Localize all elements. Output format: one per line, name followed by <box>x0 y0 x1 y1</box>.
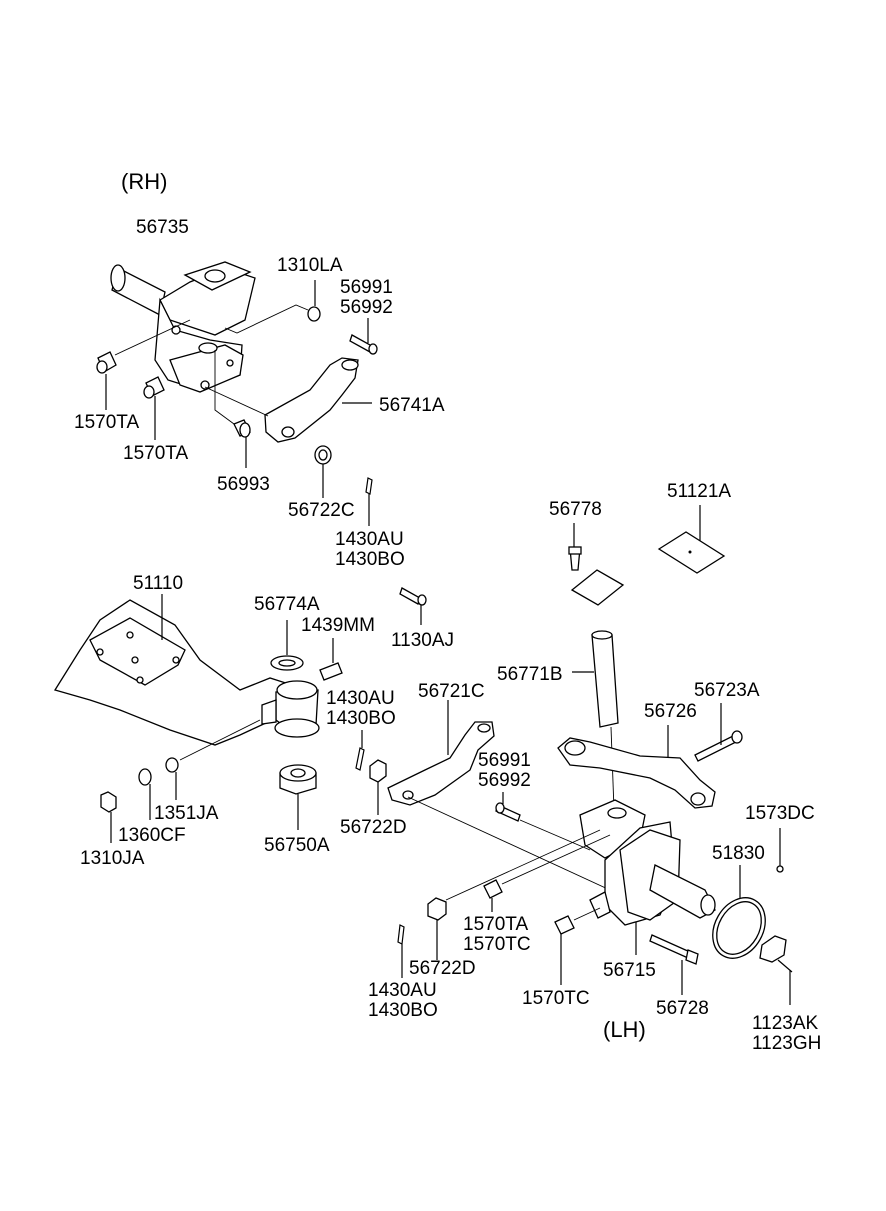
part-label-56715[interactable]: 56715 <box>603 960 656 981</box>
bolt-56778 <box>568 523 625 606</box>
part-label-1430BO-a[interactable]: 1430BO <box>335 549 405 570</box>
part-label-1123AK[interactable]: 1123AK <box>752 1013 819 1034</box>
bolt-56723A <box>694 703 743 762</box>
arm-56726 <box>557 725 716 809</box>
part-label-1310LA[interactable]: 1310LA <box>277 255 343 276</box>
screw-1573DC <box>776 828 784 873</box>
part-label-1570TC-a[interactable]: 1570TC <box>463 934 531 955</box>
part-label-1570TA-c[interactable]: 1570TA <box>463 914 529 935</box>
part-label-1439MM[interactable]: 1439MM <box>301 615 375 636</box>
bolt-56728 <box>649 934 699 995</box>
plate-51121A <box>657 505 726 574</box>
part-label-56722D-a[interactable]: 56722D <box>340 817 407 838</box>
part-label-56750A[interactable]: 56750A <box>264 835 330 856</box>
part-label-56723A[interactable]: 56723A <box>694 680 760 701</box>
section-label-rh: (RH) <box>121 169 168 194</box>
cotter-pin-1430AU-b <box>355 730 365 771</box>
lh-knuckle-56715 <box>579 799 716 955</box>
washer-1360CF <box>138 768 152 820</box>
part-label-1570TA-a[interactable]: 1570TA <box>74 412 140 433</box>
bushing-1570TA-c <box>483 834 611 912</box>
part-label-51110[interactable]: 51110 <box>133 573 184 594</box>
cotter-pin-1430AU-c <box>397 924 405 978</box>
part-label-1123GH[interactable]: 1123GH <box>752 1033 822 1054</box>
axle-beam-51110 <box>53 594 293 746</box>
part-label-56992-lh[interactable]: 56992 <box>478 770 531 791</box>
bushing-1570TA-a <box>96 319 191 410</box>
part-label-56722C[interactable]: 56722C <box>288 500 355 521</box>
nut-56722D-a <box>369 759 387 815</box>
cotter-pin-1430AU-a <box>365 477 373 526</box>
pin-1439MM <box>319 638 343 681</box>
kingpin-56771B <box>572 630 619 811</box>
part-label-1570TA-b[interactable]: 1570TA <box>123 443 189 464</box>
part-label-56774A[interactable]: 56774A <box>254 594 320 615</box>
part-label-56735[interactable]: 56735 <box>136 217 189 238</box>
part-label-51830[interactable]: 51830 <box>712 843 765 864</box>
part-label-56992-rh[interactable]: 56992 <box>340 297 393 318</box>
arm-56721C <box>387 700 611 891</box>
part-label-1430AU-c[interactable]: 1430AU <box>368 980 437 1001</box>
part-label-1310JA[interactable]: 1310JA <box>80 848 145 869</box>
part-label-1351JA[interactable]: 1351JA <box>154 803 219 824</box>
part-label-56778[interactable]: 56778 <box>549 499 602 520</box>
rh-knuckle-56735 <box>110 261 256 393</box>
section-label-lh: (LH) <box>603 1017 646 1042</box>
arm-56741A <box>204 357 372 443</box>
part-label-56722D-b[interactable]: 56722D <box>409 958 476 979</box>
bolt-56993 <box>214 350 251 468</box>
nut-1123AK <box>759 935 793 1005</box>
bushing-56750A <box>279 764 317 830</box>
bolt-1130AJ <box>399 587 427 625</box>
part-label-1570TC-b[interactable]: 1570TC <box>522 988 590 1009</box>
part-label-56991-rh[interactable]: 56991 <box>340 277 393 298</box>
part-label-56741A[interactable]: 56741A <box>379 395 445 416</box>
washer-56774A <box>270 620 304 671</box>
part-label-51121A[interactable]: 51121A <box>667 481 732 502</box>
washer-1351JA <box>165 719 261 800</box>
part-label-1430BO-c[interactable]: 1430BO <box>368 1000 438 1021</box>
part-label-1430AU-b[interactable]: 1430AU <box>326 688 395 709</box>
part-label-56726[interactable]: 56726 <box>644 701 697 722</box>
part-label-1130AJ[interactable]: 1130AJ <box>391 630 455 651</box>
part-label-56993[interactable]: 56993 <box>217 474 270 495</box>
bolt-56991-lh <box>495 792 591 851</box>
part-label-56721C[interactable]: 56721C <box>418 681 485 702</box>
part-label-1430BO-b[interactable]: 1430BO <box>326 708 396 729</box>
nut-1310JA <box>100 791 117 843</box>
part-label-1360CF[interactable]: 1360CF <box>118 825 186 846</box>
nut-56722D-b <box>427 829 601 960</box>
kingpin-boss <box>261 680 320 738</box>
part-label-1573DC[interactable]: 1573DC <box>745 803 815 824</box>
bolt-56991-rh <box>349 318 378 355</box>
seal-51830 <box>712 865 766 959</box>
bushing-1570TC-b <box>554 907 601 985</box>
part-label-56771B[interactable]: 56771B <box>497 664 563 685</box>
part-label-56728[interactable]: 56728 <box>656 998 709 1019</box>
part-label-56991-lh[interactable]: 56991 <box>478 750 531 771</box>
part-label-1430AU-a[interactable]: 1430AU <box>335 529 404 550</box>
nut-1310LA <box>224 280 321 334</box>
bushing-1570TA-b <box>143 376 165 440</box>
nut-56722C <box>314 445 332 498</box>
